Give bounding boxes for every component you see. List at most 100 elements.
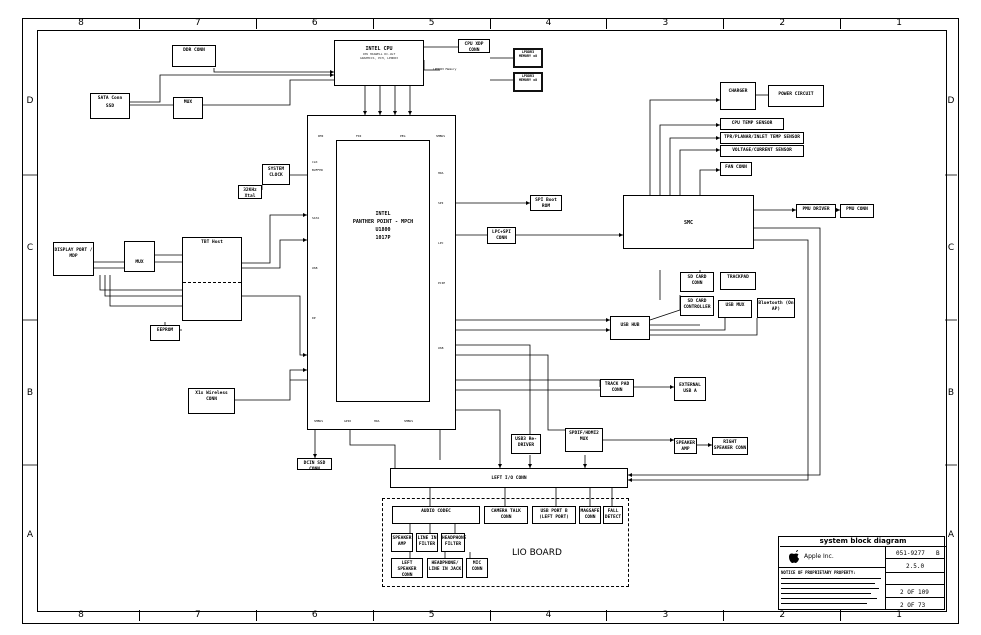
pch-port-label: SPI — [438, 201, 444, 205]
notice-heading: NOTICE OF PROPRIETARY PROPERTY: — [781, 570, 856, 575]
column-zone-bar-top: 8 7 6 5 4 3 2 1 — [23, 18, 957, 29]
fall-detect-block: FALL DETECT — [603, 506, 623, 524]
mux-c-block: MUX — [124, 241, 155, 272]
zone-label: 7 — [140, 610, 257, 621]
outer-border — [22, 18, 959, 624]
block-label: MIC CONN — [471, 561, 483, 572]
pch-core: INTEL PANTHER POINT - MPCH U1800 1017P — [336, 140, 430, 402]
bluetooth-block: Bluetooth (On AP) — [757, 298, 795, 318]
block-label: SPI Boot ROM — [535, 198, 557, 209]
row-label: A — [26, 530, 34, 540]
block-label: PMU DRIVER — [802, 207, 830, 212]
zone-label: 3 — [607, 610, 725, 621]
block-label: HEADPHONE/ LINE IN JACK — [428, 561, 462, 572]
block-label: VOLTAGE/CURRENT SENSOR — [732, 148, 792, 153]
pch-port-label: BUFFER — [312, 168, 323, 172]
pch-port-label: LPC — [438, 241, 444, 245]
pch-port-label: GPIO — [344, 419, 352, 423]
block-label: CHARGER — [728, 89, 748, 94]
right-speaker-conn-block: RIGHT SPEAKER CONN — [712, 437, 748, 455]
pch-port-label: PEG — [400, 134, 406, 138]
block-label: DISPLAY PORT / MDP — [54, 248, 93, 259]
pch-port-label: PCIE — [438, 281, 446, 285]
pch-port-label: FDI — [356, 134, 362, 138]
cpu-temp-sensor-block: CPU TEMP SENSOR — [720, 118, 784, 130]
pmu-driver-block: PMU DRIVER — [796, 204, 836, 218]
block-label: EEPROM — [156, 328, 174, 333]
pch-port-label: SMBUS — [404, 419, 414, 423]
cpu-xdp-block: CPU XDP CONN — [458, 39, 490, 53]
block-label: X1x Wireless CONN — [195, 391, 228, 402]
pmu-conn-block: PMU CONN — [840, 204, 874, 218]
title-block — [778, 536, 945, 610]
pch-port-label: SATA — [312, 216, 320, 220]
zone-label: 4 — [491, 610, 608, 621]
title-fields: 051-9277 B 2.5.0 2 OF 109 2 OF 73 — [886, 546, 945, 610]
eeprom-block: EEPROM — [150, 325, 180, 341]
ddr-conn-block: DDR CONN — [172, 45, 216, 67]
block-label: LEFT I/O CONN — [491, 476, 527, 481]
lpc-spi-conn-block: LPC+SPI CONN — [487, 227, 516, 244]
zone-label: 4 — [491, 18, 608, 29]
zone-label: 7 — [140, 18, 257, 29]
zone-label: 8 — [23, 18, 140, 29]
lio-speaker-amp-block: SPEAKER AMP — [391, 533, 413, 552]
block-label: INTEL — [375, 211, 391, 217]
block-label: DCIN SSD CONN — [303, 461, 326, 472]
dcin-ssd-conn-block: DCIN SSD CONN — [297, 458, 332, 472]
pch-port-label: DP — [312, 316, 316, 320]
block-label: FAN CONN — [725, 165, 747, 170]
pch-port-label: HDA — [438, 171, 444, 175]
block-label: POWER CIRCUIT — [778, 92, 814, 97]
zone-label: 1 — [896, 18, 902, 28]
block-label: EXTERNAL USB A — [679, 383, 701, 394]
block-label: SPDIF/HDMI2 MUX — [569, 431, 599, 442]
apple-logo-icon — [789, 550, 799, 563]
pch-block: INTEL PANTHER POINT - MPCH U1800 1017P D… — [307, 115, 456, 430]
memory-a-block: LPDDR3 MEMORY x8 — [513, 48, 543, 68]
usb-mux-block: USB MUX — [718, 300, 752, 318]
pch-port-label: USB — [312, 266, 318, 270]
sheet-number: 2 OF 73 — [900, 602, 926, 609]
sata-conn-block: SATA Conn SSD — [90, 93, 130, 119]
block-label: LPDDR3 MEMORY x8 — [515, 74, 541, 90]
row-label: D — [947, 96, 955, 106]
block-label: DDR CONN — [183, 48, 205, 53]
block-label: SMC — [683, 220, 694, 226]
block-label: SPEAKER AMP — [392, 536, 412, 547]
memory-note: LPDDR3 Memory — [433, 67, 457, 71]
block-label: RIGHT SPEAKER CONN — [713, 440, 747, 451]
column-zone-bar-bottom: 8 7 6 5 4 3 2 1 — [23, 610, 957, 621]
line-in-filter-block: LINE IN FILTER — [416, 533, 438, 552]
row-label: D — [26, 96, 34, 106]
block-label: TRACKPAD — [727, 275, 749, 280]
external-usb-block: EXTERNAL USB A — [674, 377, 706, 401]
revision: 2.5.0 — [906, 563, 925, 570]
power-circuit-block: POWER CIRCUIT — [768, 85, 824, 107]
speaker-amp-block: SPEAKER AMP — [674, 438, 697, 454]
pch-port-label: DMI — [318, 134, 324, 138]
zone-label: 1 — [896, 610, 902, 620]
block-label: LPC+SPI CONN — [492, 230, 511, 241]
block-label: AUDIO CODEC — [421, 509, 451, 514]
block-label: SATA Conn — [97, 96, 123, 101]
system-clock-block: SYSTEM CLOCK — [262, 164, 290, 185]
block-label: 1017P — [375, 235, 391, 241]
lio-board-label: LIO BOARD — [512, 548, 562, 558]
revision-letter: B — [936, 550, 940, 557]
smc-block: SMC — [623, 195, 754, 249]
row-label: A — [947, 530, 955, 540]
block-label: USB HUB — [620, 323, 640, 328]
block-label: USB PORT B (LEFT PORT) — [539, 509, 569, 520]
drawing-title: system block diagram — [780, 536, 946, 547]
pch-port-label: USB — [438, 346, 444, 350]
camera-talk-conn-block: CAMERA TALK CONN — [484, 506, 528, 524]
fan-conn-block: FAN CONN — [720, 162, 752, 176]
zone-label: 5 — [374, 18, 491, 29]
block-label: FALL DETECT — [604, 509, 622, 520]
voltage-sensor-block: VOLTAGE/CURRENT SENSOR — [720, 145, 804, 157]
block-label: CAMERA TALK CONN — [491, 509, 521, 520]
block-label: USB3 Re-DRIVER — [515, 437, 537, 448]
inner-border — [37, 30, 947, 612]
